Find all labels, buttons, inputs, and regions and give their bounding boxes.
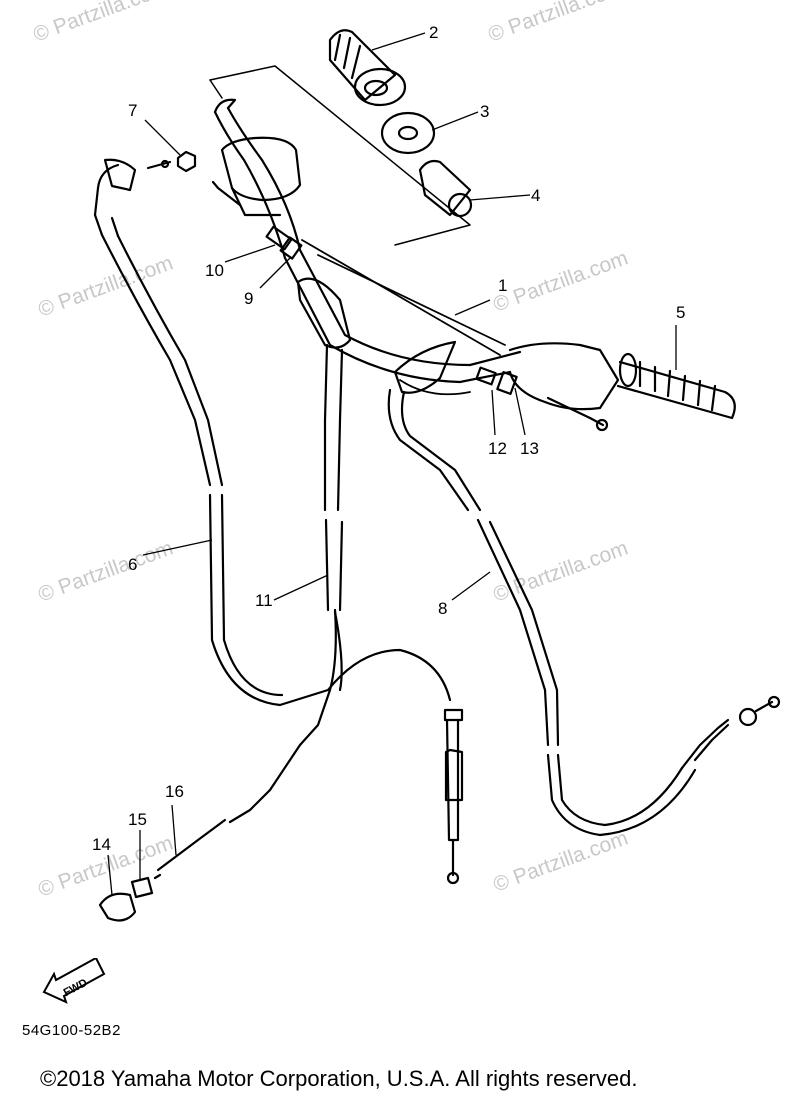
- callout-14: 14: [92, 835, 111, 854]
- cable-11: [268, 343, 464, 885]
- cable-8: [387, 388, 781, 837]
- callout-11: 11: [255, 591, 273, 610]
- adjuster: [475, 366, 518, 395]
- cable-adjuster-spring: [153, 788, 272, 880]
- callout-8: 8: [438, 599, 448, 618]
- cable-6: [93, 158, 330, 707]
- callout-4: 4: [531, 186, 541, 205]
- callout-16: 16: [165, 782, 184, 801]
- callout-2: 2: [429, 23, 439, 42]
- callout-3: 3: [480, 102, 490, 121]
- handlebar: [213, 98, 620, 432]
- adjuster: [265, 225, 303, 260]
- copyright-text: ©2018 Yamaha Motor Corporation, U.S.A. A…: [40, 1066, 638, 1091]
- callout-15: 15: [128, 810, 147, 829]
- callout-10: 10: [205, 261, 224, 280]
- right-grip: [616, 352, 736, 420]
- screw: [146, 160, 172, 170]
- callout-9: 9: [244, 289, 254, 308]
- screw: [211, 180, 242, 207]
- grip-washer: [380, 111, 436, 155]
- grip-set-bracket: [209, 65, 471, 246]
- lever-boot: [393, 340, 457, 394]
- end-cap: [98, 892, 137, 922]
- callout-1: 1: [498, 276, 508, 295]
- diagram-code: 54G100-52B2: [22, 1022, 121, 1039]
- callout-7: 7: [128, 101, 138, 120]
- callout-12: 12: [488, 439, 507, 458]
- callout-5: 5: [676, 303, 686, 322]
- fwd-arrow-icon: FWD: [42, 958, 106, 1004]
- throttle-tube: [418, 159, 473, 218]
- callout-13: 13: [520, 439, 539, 458]
- lever-boot: [296, 277, 352, 349]
- left-grip: [328, 29, 407, 107]
- nut: [176, 150, 197, 173]
- sleeve: [130, 876, 154, 899]
- callout-6: 6: [128, 555, 138, 574]
